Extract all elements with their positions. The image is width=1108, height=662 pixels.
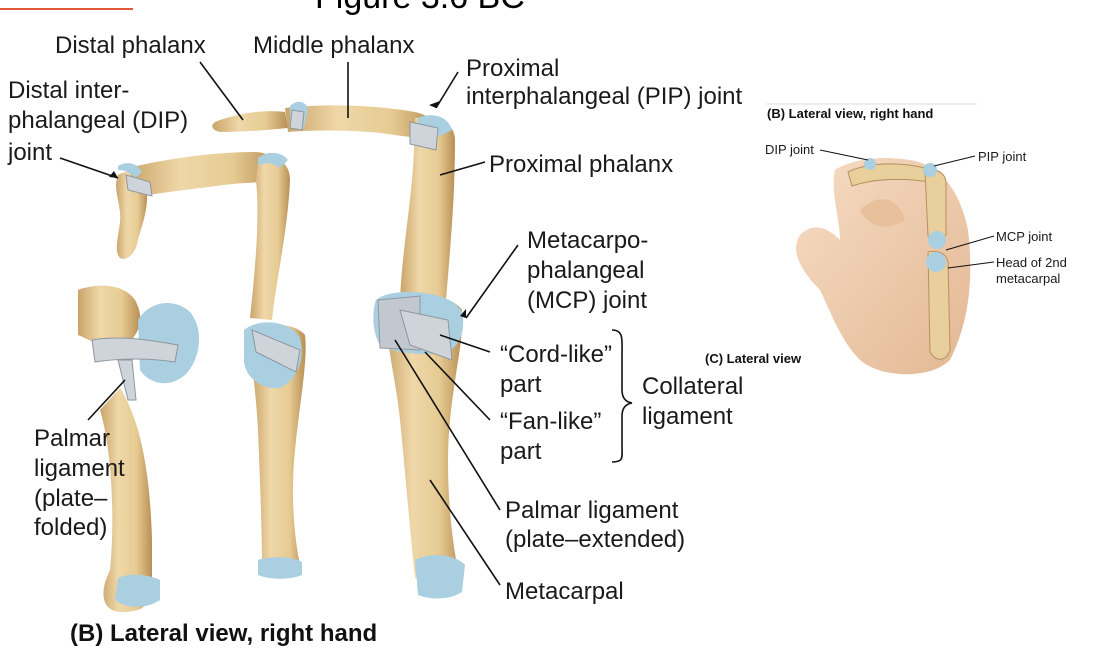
label-pip-line1: Proximal xyxy=(466,55,560,82)
label-collateral-line1: Collateral xyxy=(642,373,744,400)
inset-hand-group xyxy=(766,103,977,375)
leader-lines xyxy=(59,61,633,586)
label-middle-phalanx: Middle phalanx xyxy=(253,32,415,59)
inset-label-dip: DIP joint xyxy=(765,142,814,157)
label-palmar-ext-line1: Palmar ligament xyxy=(505,497,679,524)
label-cord-line2: part xyxy=(500,371,542,398)
inset-leader-lines xyxy=(819,149,995,269)
page-title: Figure 3.6 BC xyxy=(315,0,525,17)
inset-label-head-line1: Head of 2nd xyxy=(996,255,1067,270)
inset-label-head-line2: metacarpal xyxy=(996,271,1061,286)
label-cord-line1: “Cord-like” xyxy=(500,341,613,368)
label-distal-phalanx: Distal phalanx xyxy=(55,32,206,59)
label-dip-line3: joint xyxy=(8,139,53,166)
label-collateral-line2: ligament xyxy=(642,403,733,430)
label-dip-line2: phalangeal (DIP) xyxy=(8,107,189,134)
label-dip-line1: Distal inter- xyxy=(8,77,130,104)
label-palmar-folded-line2: ligament xyxy=(34,455,125,482)
inset-label-mcp: MCP joint xyxy=(996,229,1053,244)
main-figure-caption: (B) Lateral view, right hand xyxy=(70,620,378,647)
extended-finger-group xyxy=(212,101,465,599)
label-proximal-phalanx: Proximal phalanx xyxy=(489,151,674,178)
label-fan-line2: part xyxy=(500,438,542,465)
flexed-finger-group xyxy=(116,152,306,579)
label-palmar-folded-line1: Palmar xyxy=(34,425,111,452)
label-palmar-folded-line4: folded) xyxy=(34,514,108,541)
label-palmar-ext-line2: (plate–extended) xyxy=(505,526,686,553)
left-bone-group xyxy=(78,285,200,612)
label-metacarpal: Metacarpal xyxy=(505,578,624,605)
inset-label-pip: PIP joint xyxy=(978,149,1027,164)
inset-caption-top: (B) Lateral view, right hand xyxy=(767,106,934,121)
label-mcp-line1: Metacarpo- xyxy=(527,227,649,254)
arrowheads xyxy=(109,101,466,318)
label-pip-line2: interphalangeal (PIP) joint xyxy=(466,83,743,110)
label-mcp-line2: phalangeal xyxy=(527,257,645,284)
label-fan-line1: “Fan-like” xyxy=(500,408,602,435)
label-palmar-folded-line3: (plate– xyxy=(34,485,108,512)
label-mcp-line3: (MCP) joint xyxy=(527,287,648,314)
inset-caption-bottom: (C) Lateral view xyxy=(705,351,802,366)
